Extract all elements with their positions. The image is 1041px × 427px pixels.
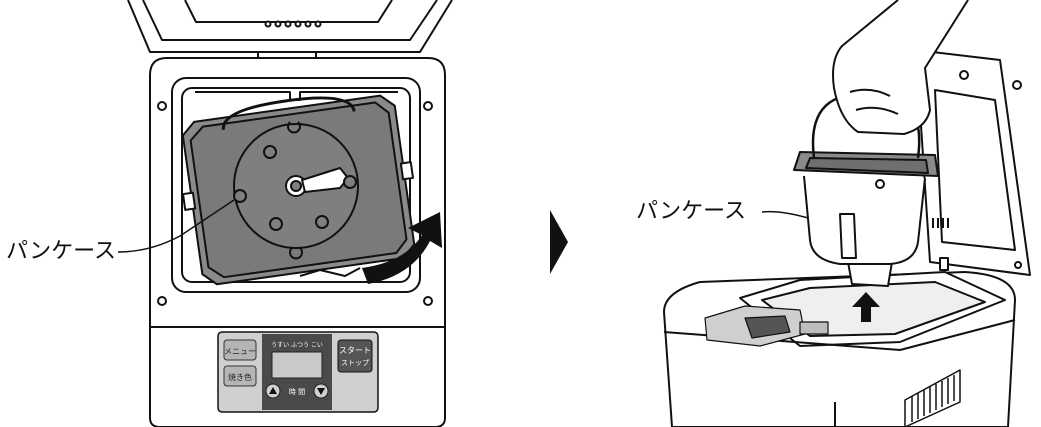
menu-button[interactable]: メニュー (224, 340, 256, 360)
time-up-button[interactable] (314, 384, 328, 398)
time-down-button[interactable] (266, 384, 280, 398)
left-callout-label: パンケース (6, 239, 116, 264)
menu-button-label: メニュー (224, 347, 256, 356)
triangle-right-icon (550, 210, 568, 274)
control-panel: メニュー 焼き色 うすい ふつう こい 時 間 スタート ストップ (218, 332, 378, 412)
crust-levels-label: うすい ふつう こい (271, 342, 323, 349)
time-label: 時 間 (289, 388, 305, 396)
open-lid (128, 0, 452, 62)
crust-button-label: 焼き色 (228, 372, 252, 382)
right-callout-label: パンケース (636, 199, 746, 224)
right-callout-line (762, 212, 808, 218)
stop-button-label: ストップ (341, 359, 369, 367)
start-button-label: スタート (339, 346, 371, 355)
start-stop-button[interactable]: スタート ストップ (338, 340, 372, 372)
crust-button[interactable]: 焼き色 (224, 366, 256, 386)
